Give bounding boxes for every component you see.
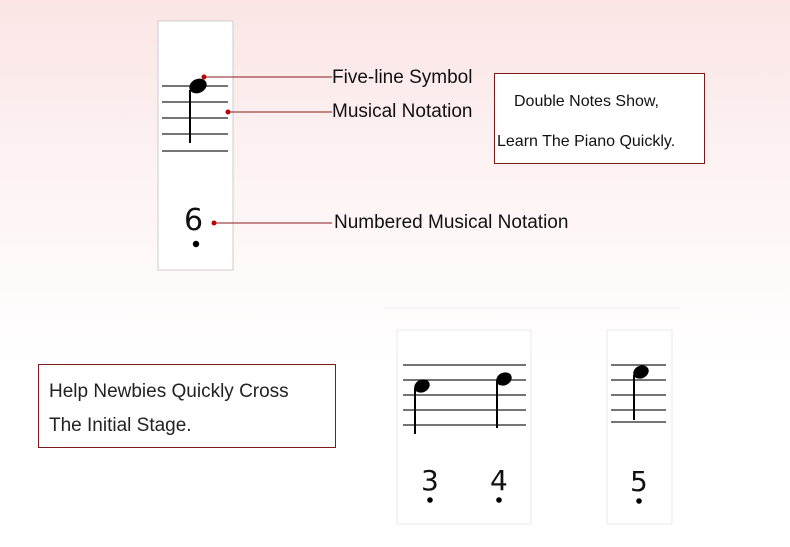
note-head-4 bbox=[496, 372, 512, 386]
note-head-5 bbox=[633, 365, 649, 379]
note-head-top bbox=[189, 78, 207, 94]
note-head-3 bbox=[414, 379, 430, 393]
callout-top-line1: Double Notes Show, bbox=[514, 93, 659, 110]
digit-top-6: 6 bbox=[184, 203, 204, 238]
digit-dot-3 bbox=[427, 497, 433, 503]
staff-bottom-right bbox=[611, 364, 666, 423]
leader-lines bbox=[204, 76, 332, 224]
callout-bottom-line2: The Initial Stage. bbox=[49, 415, 192, 436]
callout-top-line2: Learn The Piano Quickly. bbox=[497, 133, 676, 150]
digit-dot-4 bbox=[496, 497, 502, 503]
leader-dot-numbered bbox=[211, 220, 217, 226]
callout-box-bottom: Help Newbies Quickly Cross The Initial S… bbox=[38, 364, 336, 448]
digit-4: 4 bbox=[490, 464, 508, 497]
callout-bottom-line1: Help Newbies Quickly Cross bbox=[49, 381, 289, 402]
leader-dot-notation bbox=[225, 109, 231, 115]
staff-top bbox=[162, 85, 228, 152]
label-numbered-notation: Numbered Musical Notation bbox=[334, 212, 569, 233]
key-sticker-left bbox=[396, 329, 532, 525]
callout-box-top: Double Notes Show, Learn The Piano Quick… bbox=[494, 73, 705, 164]
key-sticker-right bbox=[606, 329, 673, 525]
label-five-line-symbol: Five-line Symbol bbox=[332, 67, 473, 88]
key-sticker-top bbox=[157, 20, 234, 271]
digit-3: 3 bbox=[421, 464, 439, 497]
label-musical-notation: Musical Notation bbox=[332, 101, 473, 122]
digit-5: 5 bbox=[630, 465, 648, 498]
leader-dot-five-line bbox=[201, 74, 207, 80]
digit-dot-6 bbox=[192, 240, 200, 248]
digit-dot-5 bbox=[636, 498, 642, 504]
